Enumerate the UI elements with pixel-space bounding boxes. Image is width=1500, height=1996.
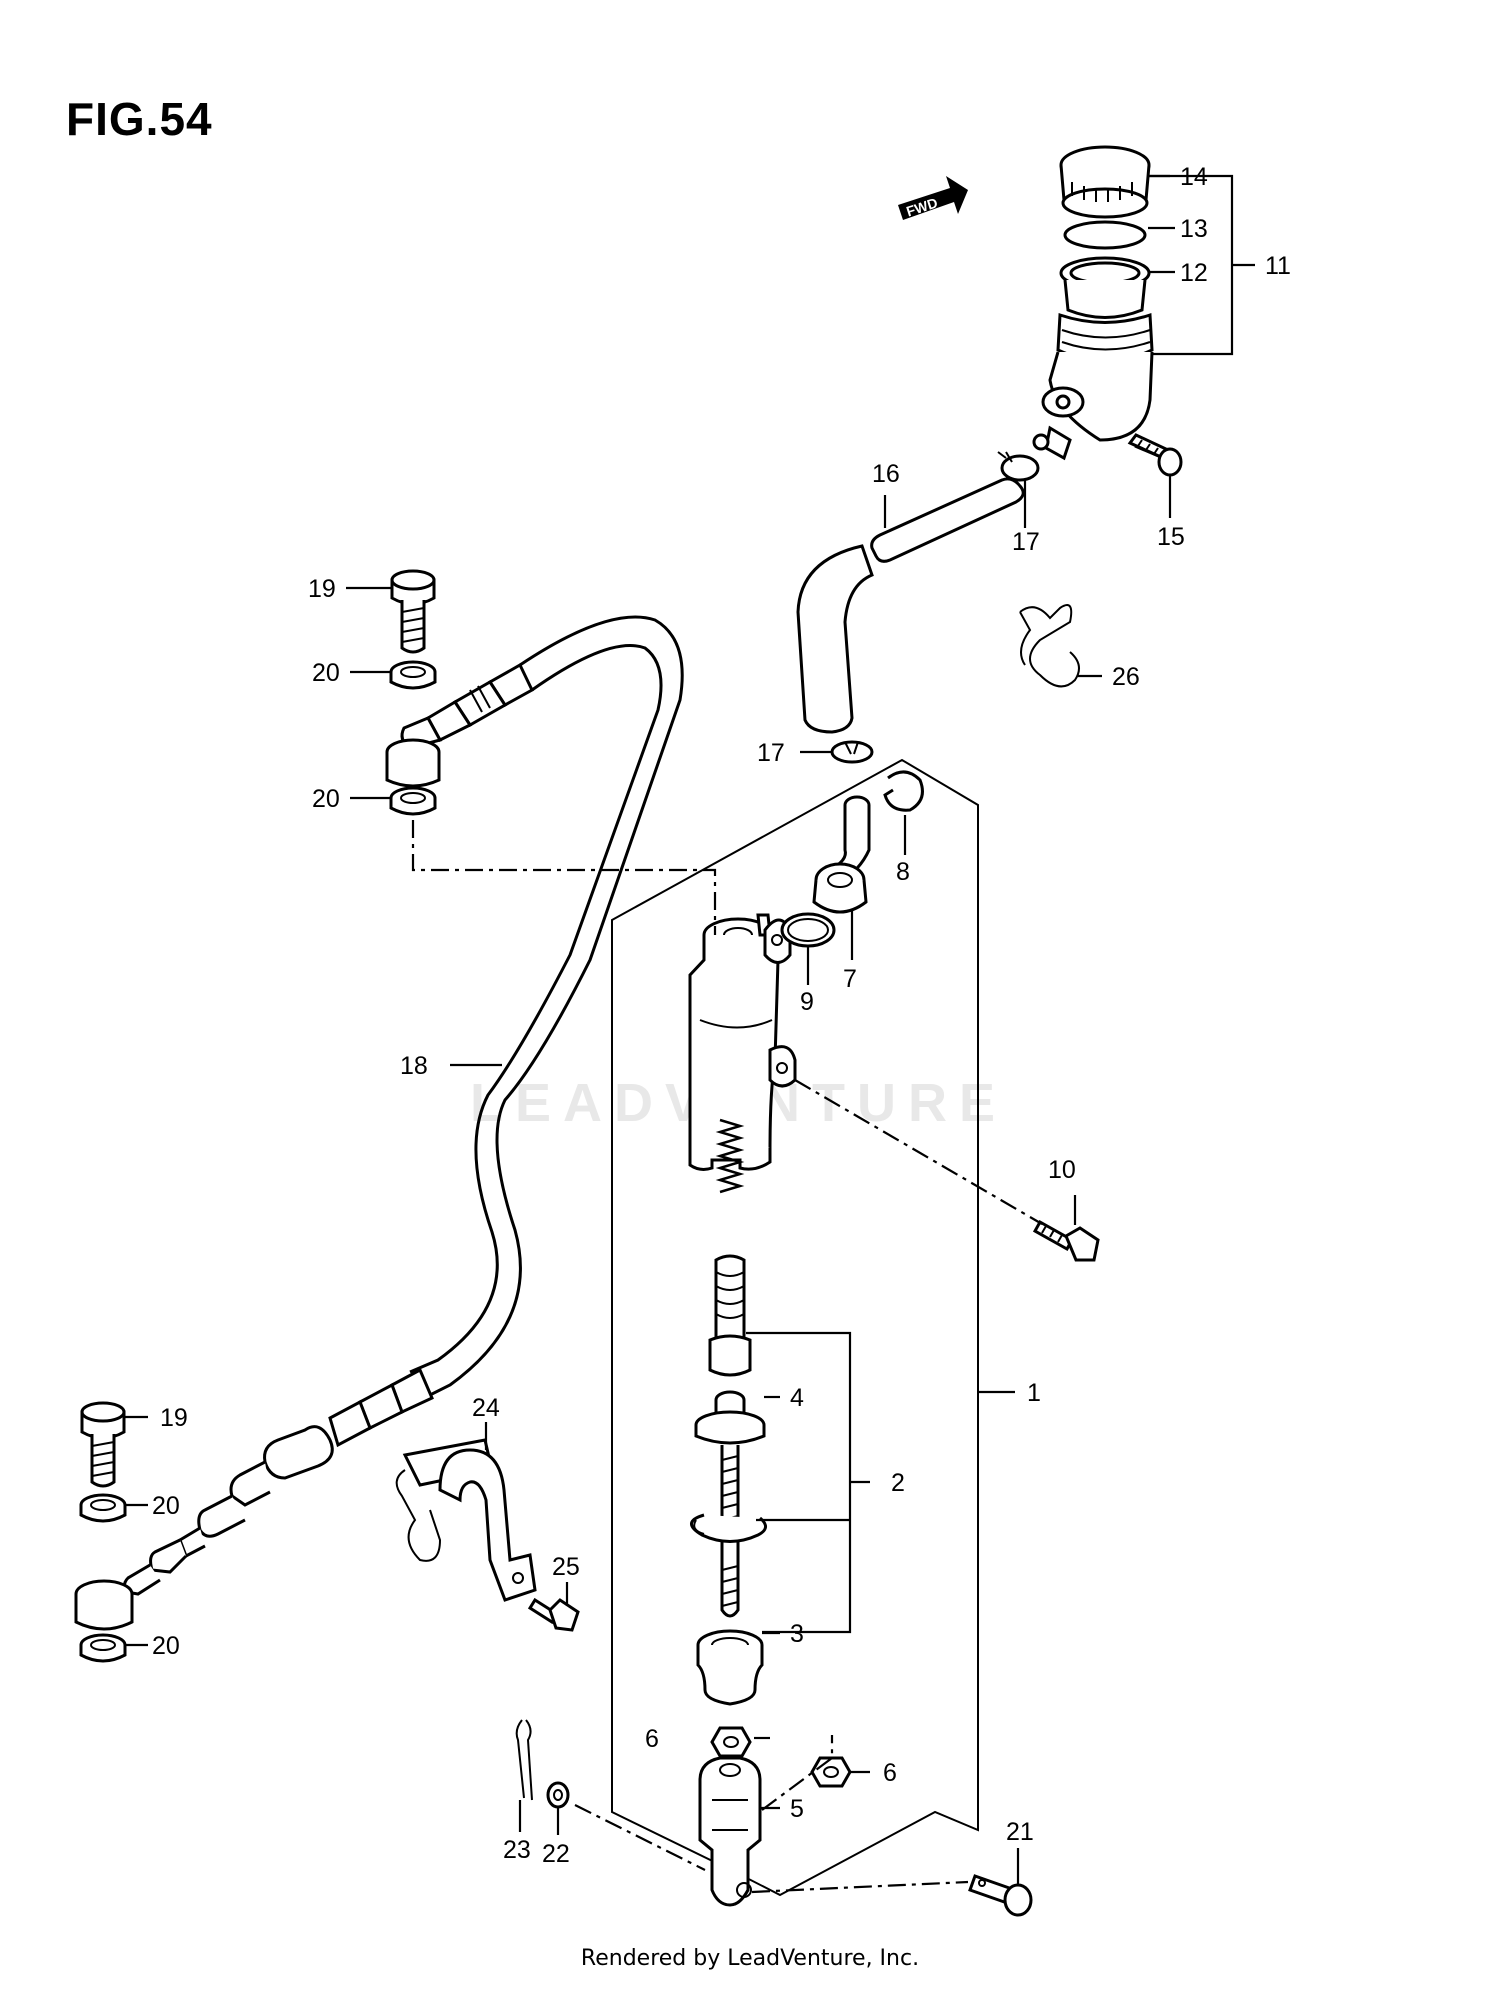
callout-labels: 1 2 3 4 5 6 6 7 8 9 10 11 12 13 14 15 16… bbox=[152, 163, 1291, 1868]
relation-line-washer-22 bbox=[574, 1804, 706, 1871]
hose-fitting-7 bbox=[812, 795, 871, 914]
callout-25: 25 bbox=[552, 1553, 580, 1581]
callout-6-right: 6 bbox=[883, 1759, 897, 1787]
washer-22 bbox=[546, 1781, 570, 1809]
bolt-10 bbox=[1032, 1219, 1100, 1262]
relation-line-clevis-pin bbox=[751, 1880, 969, 1894]
callout-7: 7 bbox=[843, 965, 857, 993]
master-cylinder-body bbox=[688, 913, 797, 1171]
callout-4: 4 bbox=[790, 1384, 804, 1412]
nut-6-right bbox=[810, 1756, 852, 1788]
bolt-25 bbox=[527, 1597, 580, 1632]
figure-title: FIG.54 bbox=[66, 93, 213, 145]
callout-3: 3 bbox=[790, 1620, 804, 1648]
washer-20-c bbox=[79, 1493, 127, 1523]
circlip-8 bbox=[883, 770, 924, 812]
push-rod-4 bbox=[690, 1390, 767, 1618]
relation-line-banjo-to-cylinder bbox=[411, 820, 717, 935]
callout-13: 13 bbox=[1180, 215, 1208, 243]
screw-15 bbox=[1127, 433, 1183, 477]
hose-clamp-17-upper bbox=[997, 451, 1040, 482]
cotter-pin-23 bbox=[515, 1719, 533, 1801]
brake-hose-18 bbox=[385, 615, 684, 1402]
callout-1: 1 bbox=[1027, 1379, 1041, 1407]
callout-22: 22 bbox=[542, 1840, 570, 1868]
spring-clip-26 bbox=[1019, 604, 1080, 688]
footer-credit: Rendered by LeadVenture, Inc. bbox=[580, 1946, 920, 1971]
callout-2: 2 bbox=[891, 1469, 905, 1497]
callout-21: 21 bbox=[1006, 1818, 1034, 1846]
callout-19-upper: 19 bbox=[308, 575, 336, 603]
callout-5: 5 bbox=[790, 1795, 804, 1823]
callout-20-b: 20 bbox=[312, 785, 340, 813]
piston-spring-assembly-2 bbox=[708, 1118, 752, 1377]
washer-20-a bbox=[389, 660, 437, 690]
callout-20-d: 20 bbox=[152, 1632, 180, 1660]
relation-line-bolt-10 bbox=[794, 1079, 1043, 1225]
callout-20-a: 20 bbox=[312, 659, 340, 687]
master-cylinder-group-outline bbox=[611, 758, 979, 1897]
callout-6-left: 6 bbox=[645, 1725, 659, 1753]
callout-20-c: 20 bbox=[152, 1492, 180, 1520]
reservoir-assembly bbox=[1032, 145, 1154, 461]
callout-10: 10 bbox=[1048, 1156, 1076, 1184]
callout-23: 23 bbox=[503, 1836, 531, 1864]
callout-8: 8 bbox=[896, 858, 910, 886]
clevis-pin-21 bbox=[968, 1874, 1033, 1917]
o-ring-9 bbox=[780, 912, 836, 948]
callout-18: 18 bbox=[400, 1052, 428, 1080]
leader-lines bbox=[125, 174, 1255, 1885]
fwd-label: FWD bbox=[904, 194, 939, 219]
nut-6-left bbox=[710, 1726, 752, 1758]
callout-26: 26 bbox=[1112, 663, 1140, 691]
callout-9: 9 bbox=[800, 988, 814, 1016]
relation-line-nut-6 bbox=[761, 1735, 834, 1811]
fwd-arrow: FWD bbox=[898, 176, 968, 220]
washer-20-d bbox=[79, 1633, 127, 1663]
callout-19-lower: 19 bbox=[160, 1404, 188, 1432]
callout-17-lower: 17 bbox=[757, 739, 785, 767]
callout-12: 12 bbox=[1180, 259, 1208, 287]
callout-16: 16 bbox=[872, 460, 900, 488]
union-bolt-19-lower bbox=[80, 1401, 126, 1488]
hose-bracket-24 bbox=[395, 1438, 537, 1602]
washer-20-b bbox=[389, 786, 437, 816]
hose-clamp-17-lower bbox=[830, 740, 874, 764]
callout-14: 14 bbox=[1180, 163, 1208, 191]
union-bolt-19-upper bbox=[390, 569, 436, 654]
callout-15: 15 bbox=[1157, 523, 1185, 551]
callout-17-upper: 17 bbox=[1012, 528, 1040, 556]
callout-24: 24 bbox=[472, 1394, 500, 1422]
callout-11: 11 bbox=[1265, 252, 1291, 280]
dust-boot-3 bbox=[696, 1629, 764, 1706]
reservoir-hose-16 bbox=[796, 477, 1025, 734]
brake-hose-18-lower-end bbox=[74, 1367, 434, 1631]
clevis-5 bbox=[698, 1756, 762, 1907]
